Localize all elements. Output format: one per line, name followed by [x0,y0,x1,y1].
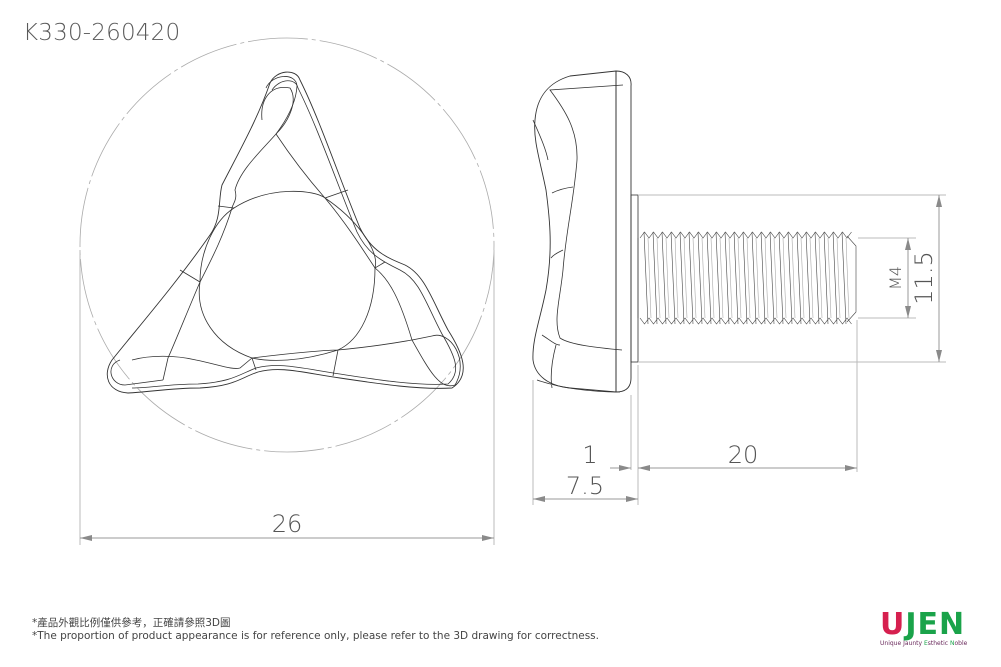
hub-circle [198,190,377,361]
flange-thickness-label: 1 [582,441,597,469]
thread-size-dim-label: M4 [886,266,905,290]
logo-tagline: Unique Jaunty Esthetic Noble [880,640,968,647]
part-number-title: K330-260420 [23,20,181,46]
note-chinese: *產品外觀比例僅供參考，正確請參照3D圖 [32,617,231,629]
diameter-dim-label: 26 [272,510,303,538]
knob-outline-inner [131,80,457,389]
knob-rib-left [167,205,235,359]
tip-left-round [110,359,164,386]
note-english: *The proportion of product appearance is… [32,630,599,642]
ujen-logo: UJEN Unique Jaunty Esthetic Noble [880,607,985,648]
thread-length-label: 20 [728,441,759,469]
head-thickness-label: 7.5 [566,472,604,500]
outer-diameter-circle [79,37,495,453]
tip-right-round [411,334,461,387]
knob-rib-bottom [131,339,413,381]
flange [630,194,639,363]
knob-outline-outer [106,71,464,394]
thread [637,231,857,325]
head-profile-contour [532,119,621,393]
knob-rib-right [275,133,433,341]
head-profile-inner [549,84,624,351]
front-view: 26 [79,37,495,545]
logo-wordmark: UJEN [880,607,966,642]
flange-dim-label: 11.5 [910,251,938,304]
tip-top-round [265,76,298,135]
side-view: 11.5 M4 1 20 7.5 [532,70,946,505]
head-profile-outer [532,70,632,393]
